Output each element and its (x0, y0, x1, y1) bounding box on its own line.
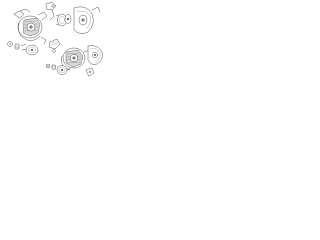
lower-regulator (48, 38, 61, 53)
lower-pulley (56, 65, 71, 75)
lower-alternator-body (61, 47, 93, 71)
upper-small-parts (7, 41, 27, 50)
upper-bracket (45, 1, 57, 21)
lower-assembly (45, 38, 103, 77)
parts-diagram (0, 0, 109, 80)
lower-small-parts (45, 63, 56, 70)
upper-lower-pulley (21, 44, 39, 56)
lower-end-cover (87, 45, 103, 65)
upper-pulley-stack (55, 13, 72, 27)
exploded-diagram-svg (7, 1, 103, 77)
upper-alternator-body (13, 8, 48, 45)
upper-front-cover (73, 6, 101, 34)
lower-bracket (85, 67, 95, 77)
upper-assembly (7, 1, 101, 56)
